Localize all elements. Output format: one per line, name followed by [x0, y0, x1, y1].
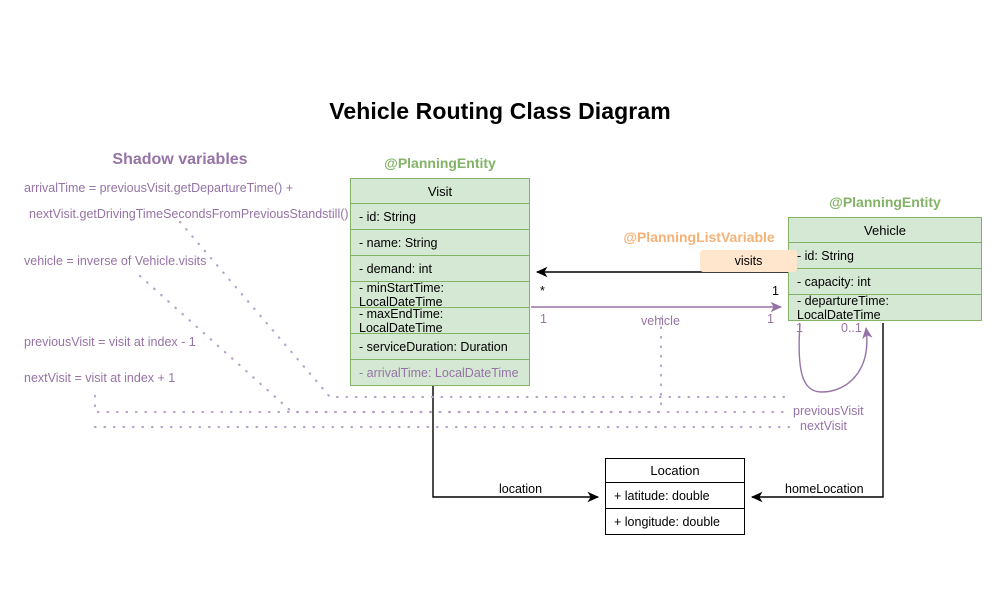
multiplicity-loop-one: 1 — [796, 321, 803, 335]
relation-location — [432, 381, 600, 503]
class-box-visit: Visit - id: String - name: String - dema… — [350, 178, 530, 386]
shadow-note-nextvisit: nextVisit = visit at index + 1 — [24, 371, 176, 385]
shadow-note-previousvisit: previousVisit = visit at index - 1 — [24, 335, 196, 349]
multiplicity-vehicle-bottom-one: 1 — [767, 312, 774, 326]
edge-label-home-location: homeLocation — [785, 482, 864, 496]
stereotype-visit: @PlanningEntity — [384, 155, 496, 171]
attribute-row: - departureTime: LocalDateTime — [788, 294, 982, 322]
stereotype-vehicle: @PlanningEntity — [829, 194, 941, 210]
attribute-row-shadow: - arrivalTime: LocalDateTime — [350, 360, 530, 386]
shadow-note-arrivaltime-2: nextVisit.getDrivingTimeSecondsFromPrevi… — [29, 207, 349, 221]
attribute-row: + latitude: double — [605, 483, 745, 509]
page-title: Vehicle Routing Class Diagram — [329, 98, 671, 124]
edge-label-next-visit: nextVisit — [800, 419, 848, 433]
attribute-row: - serviceDuration: Duration — [350, 334, 530, 360]
attribute-row: - demand: int — [350, 256, 530, 282]
class-title-location: Location — [605, 458, 745, 483]
stereotype-planning-list-variable: @PlanningListVariable — [623, 229, 775, 245]
class-box-vehicle: Vehicle - id: String - capacity: int - d… — [788, 217, 982, 322]
attribute-row: - id: String — [350, 204, 530, 230]
attribute-row: + longitude: double — [605, 509, 745, 535]
attribute-row: - id: String — [788, 243, 982, 269]
attribute-row: - minStartTime: LocalDateTime — [350, 281, 530, 309]
class-title-visit: Visit — [350, 178, 530, 204]
multiplicity-loop-zero-one: 0..1 — [841, 321, 862, 335]
attribute-row: - capacity: int — [788, 269, 982, 295]
shadow-variables-title: Shadow variables — [112, 151, 248, 168]
shadow-note-arrivaltime-1: arrivalTime = previousVisit.getDeparture… — [24, 181, 294, 195]
attribute-row: - maxEndTime: LocalDateTime — [350, 307, 530, 335]
attribute-row: - name: String — [350, 230, 530, 256]
multiplicity-visit-star: * — [540, 284, 545, 298]
edge-label-location: location — [499, 482, 543, 496]
class-box-location: Location + latitude: double + longitude:… — [605, 458, 745, 535]
edge-label-vehicle: vehicle — [641, 314, 680, 328]
edge-label-previous-visit: previousVisit — [793, 404, 864, 418]
multiplicity-vehicle-top-one: 1 — [772, 284, 779, 298]
class-title-vehicle: Vehicle — [788, 217, 982, 243]
shadow-note-vehicle: vehicle = inverse of Vehicle.visits — [24, 254, 207, 268]
multiplicity-visit-one: 1 — [540, 312, 547, 326]
visits-badge: visits — [700, 250, 797, 272]
